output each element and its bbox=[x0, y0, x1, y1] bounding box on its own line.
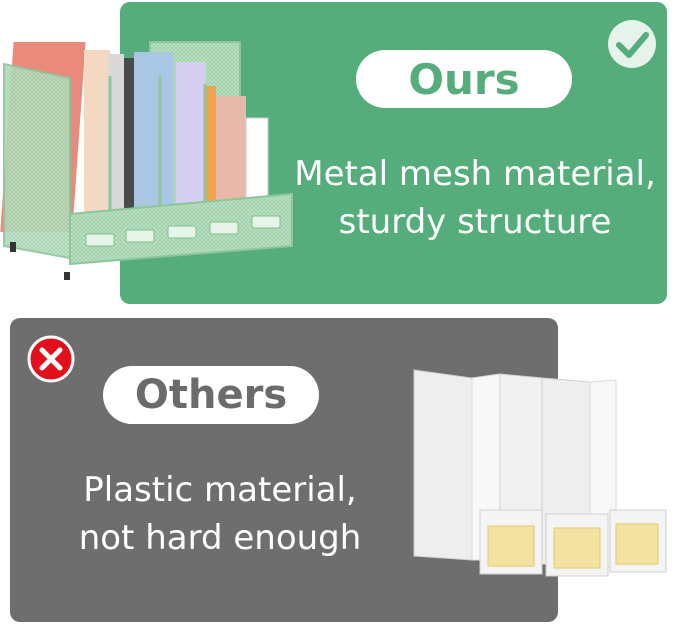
others-caption-line1: Plastic material, bbox=[83, 470, 357, 510]
others-caption: Plastic material, not hard enough bbox=[50, 466, 390, 562]
others-caption-line2: not hard enough bbox=[78, 518, 362, 558]
check-icon bbox=[608, 20, 656, 68]
ours-label: Ours bbox=[356, 50, 572, 108]
ours-panel: Ours Metal mesh material, sturdy structu… bbox=[120, 2, 667, 304]
ours-caption: Metal mesh material, sturdy structure bbox=[290, 150, 660, 246]
ours-caption-line1: Metal mesh material, bbox=[294, 154, 656, 194]
x-icon bbox=[27, 335, 75, 383]
ours-caption-line2: sturdy structure bbox=[338, 202, 612, 242]
others-label: Others bbox=[103, 366, 319, 424]
plastic-magazine-holder-image bbox=[413, 369, 667, 577]
mesh-file-organizer-image bbox=[0, 41, 293, 280]
